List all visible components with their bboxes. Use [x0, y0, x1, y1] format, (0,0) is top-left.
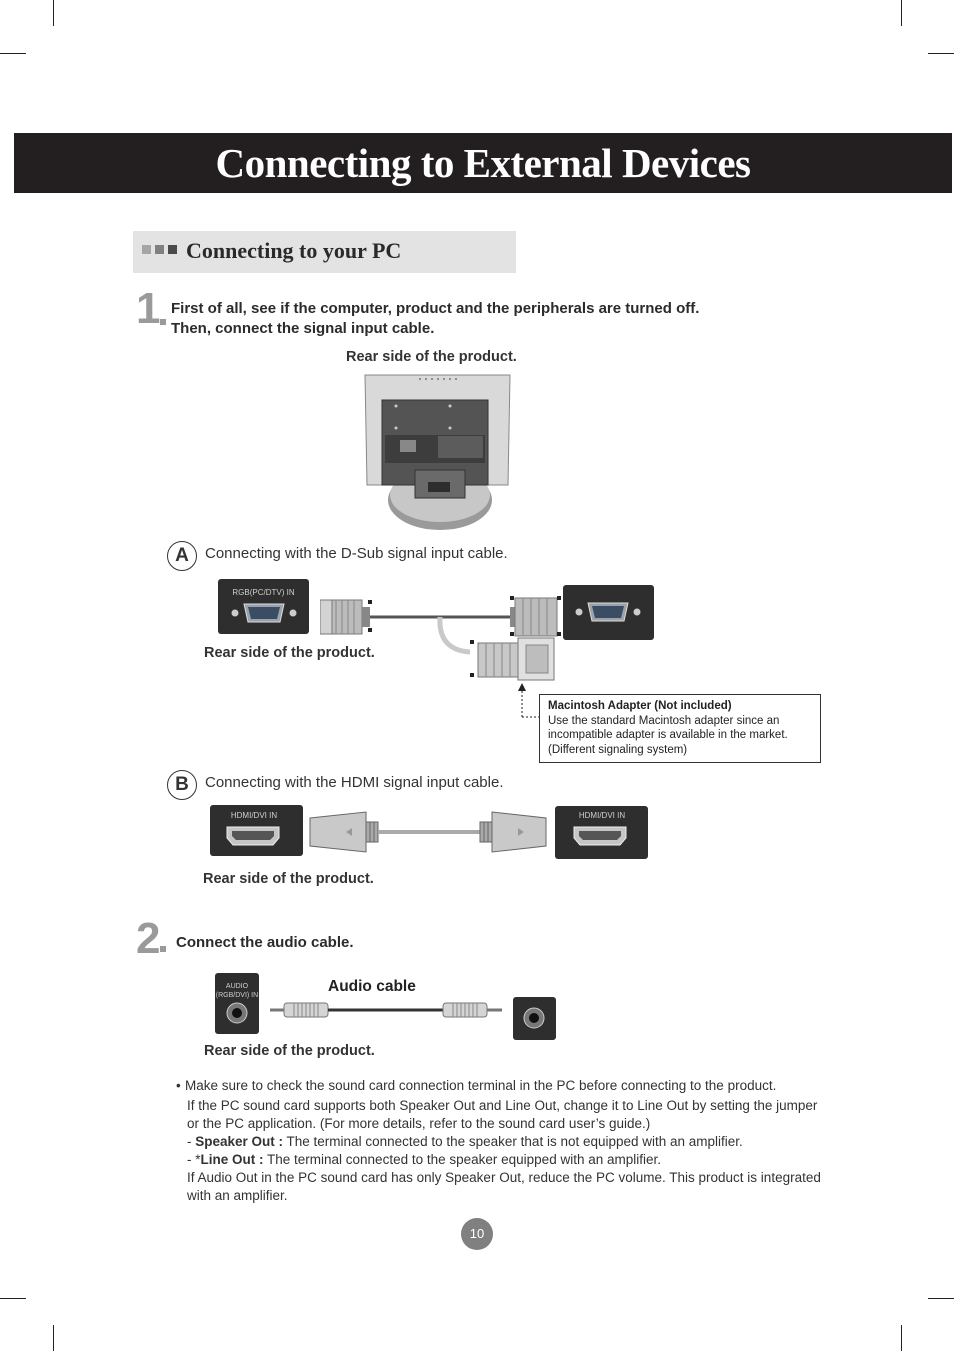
mac-adapter-note: Macintosh Adapter (Not included) Use the…	[539, 694, 821, 763]
section-square-icon	[142, 245, 151, 254]
option-a-text: Connecting with the D-Sub signal input c…	[205, 545, 508, 562]
note-line-out: - *Line Out : The terminal connected to …	[187, 1151, 661, 1169]
d-sub-cable-icon	[320, 596, 561, 655]
hdmi-port-label: HDMI/DVI IN	[230, 811, 278, 820]
step-1-text-line1: First of all, see if the computer, produ…	[171, 300, 700, 317]
mac-adapter-line1: Use the standard Macintosh adapter since…	[548, 714, 780, 727]
note-line-term: Line Out :	[200, 1152, 264, 1167]
d-sub-port-icon	[231, 603, 297, 623]
monitor-rear-icon	[364, 374, 511, 530]
crop-mark	[901, 1325, 902, 1351]
rgb-port-label: RGB(PC/DTV) IN	[232, 588, 295, 597]
hdmi-cable-icon	[309, 811, 547, 853]
audio-jack-icon	[226, 1002, 248, 1024]
option-b-text: Connecting with the HDMI signal input ca…	[205, 774, 504, 791]
step-dot	[160, 319, 166, 325]
option-b-badge: B	[167, 770, 197, 800]
step-dot	[160, 946, 166, 952]
note-speaker-term: Speaker Out :	[195, 1134, 284, 1149]
section-title: Connecting to your PC	[186, 238, 402, 263]
note-line1: Make sure to check the sound card connec…	[185, 1078, 777, 1093]
note-bullet: •	[176, 1078, 181, 1093]
hdmi-port-label: HDMI/DVI IN	[578, 811, 626, 820]
step-1-text-line2: Then, connect the signal input cable.	[171, 320, 435, 337]
crop-mark	[901, 0, 902, 26]
step-2-number: 2	[136, 914, 161, 963]
hdmi-port-icon	[573, 826, 627, 846]
mac-adapter-line3: (Different signaling system)	[548, 743, 688, 756]
note-speaker-out: - Speaker Out : The terminal connected t…	[187, 1133, 743, 1151]
crop-mark	[928, 53, 954, 54]
audio-port-label: AUDIO	[225, 983, 249, 990]
mac-adapter-icon	[470, 637, 555, 718]
note-line3: or the PC application. (For more details…	[187, 1116, 651, 1131]
crop-mark	[0, 53, 26, 54]
note-line7: with an amplifier.	[187, 1188, 288, 1203]
mac-adapter-line2: incompatible adapter is available in the…	[548, 729, 788, 741]
step-1-number: 1	[136, 284, 161, 333]
note-line2: If the PC sound card supports both Speak…	[187, 1098, 818, 1113]
d-sub-port-icon	[575, 602, 641, 622]
note-speaker-prefix: -	[187, 1134, 196, 1149]
note-speaker-desc: The terminal connected to the speaker th…	[283, 1134, 743, 1149]
audio-cable-label: Audio cable	[328, 978, 416, 995]
step-2-text: Connect the audio cable.	[176, 934, 354, 951]
audio-port-label: (RGB/DVI) IN	[215, 992, 259, 999]
page-number-badge	[461, 1218, 493, 1250]
crop-mark	[53, 1325, 54, 1351]
mac-adapter-title: Macintosh Adapter (Not included)	[548, 700, 732, 712]
note-line6: If Audio Out in the PC sound card has on…	[187, 1170, 821, 1185]
audio-jack-icon	[523, 1007, 545, 1029]
title-bar	[14, 133, 952, 193]
note-line-prefix: - *	[187, 1152, 201, 1167]
step-2-caption: Rear side of the product.	[204, 1043, 375, 1059]
crop-mark	[928, 1298, 954, 1299]
option-b-caption: Rear side of the product.	[203, 871, 374, 887]
audio-cable-icon	[270, 1002, 502, 1018]
page-title: Connecting to External Devices	[215, 140, 752, 186]
section-square-icon	[168, 245, 177, 254]
section-header-bar	[133, 231, 516, 273]
crop-mark	[53, 0, 54, 26]
note-line-desc: The terminal connected to the speaker eq…	[263, 1152, 661, 1167]
section-square-icon	[155, 245, 164, 254]
option-a-caption: Rear side of the product.	[204, 645, 375, 661]
crop-mark	[0, 1298, 26, 1299]
hdmi-port-icon	[226, 826, 280, 846]
page-number: 10	[469, 1226, 485, 1241]
monitor-caption: Rear side of the product.	[346, 349, 517, 365]
option-a-badge: A	[167, 541, 197, 571]
